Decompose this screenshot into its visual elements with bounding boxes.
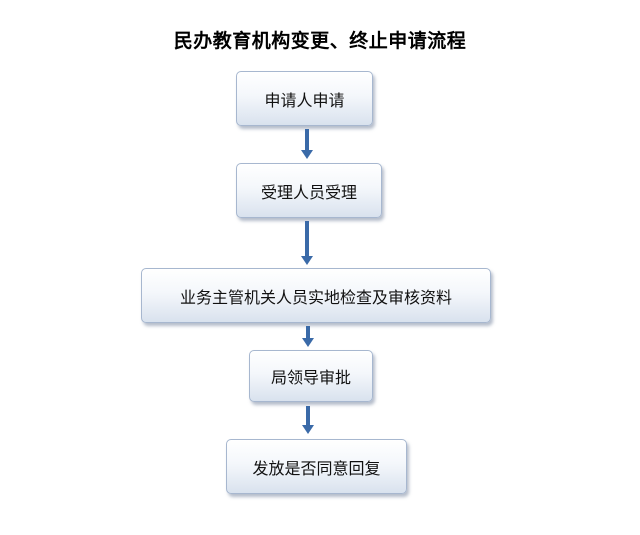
arrow-down-icon	[301, 129, 313, 159]
step-label: 业务主管机关人员实地检查及审核资料	[179, 287, 452, 307]
step-label: 发放是否同意回复	[252, 458, 381, 478]
step-label: 局领导审批	[270, 368, 351, 387]
arrow-down-icon	[301, 221, 313, 265]
step-label: 申请人申请	[264, 90, 345, 110]
step-box-1: 申请人申请	[236, 71, 373, 126]
step-box-3: 业务主管机关人员实地检查及审核资料	[141, 268, 491, 323]
step-box-2: 受理人员受理	[236, 163, 382, 218]
step-label: 受理人员受理	[260, 182, 357, 202]
step-box-5: 发放是否同意回复	[226, 439, 407, 494]
arrow-down-icon	[302, 326, 314, 347]
step-box-4: 局领导审批	[249, 350, 373, 402]
arrow-down-icon	[302, 406, 314, 434]
flowchart-title: 民办教育机构变更、终止申请流程	[173, 30, 467, 52]
